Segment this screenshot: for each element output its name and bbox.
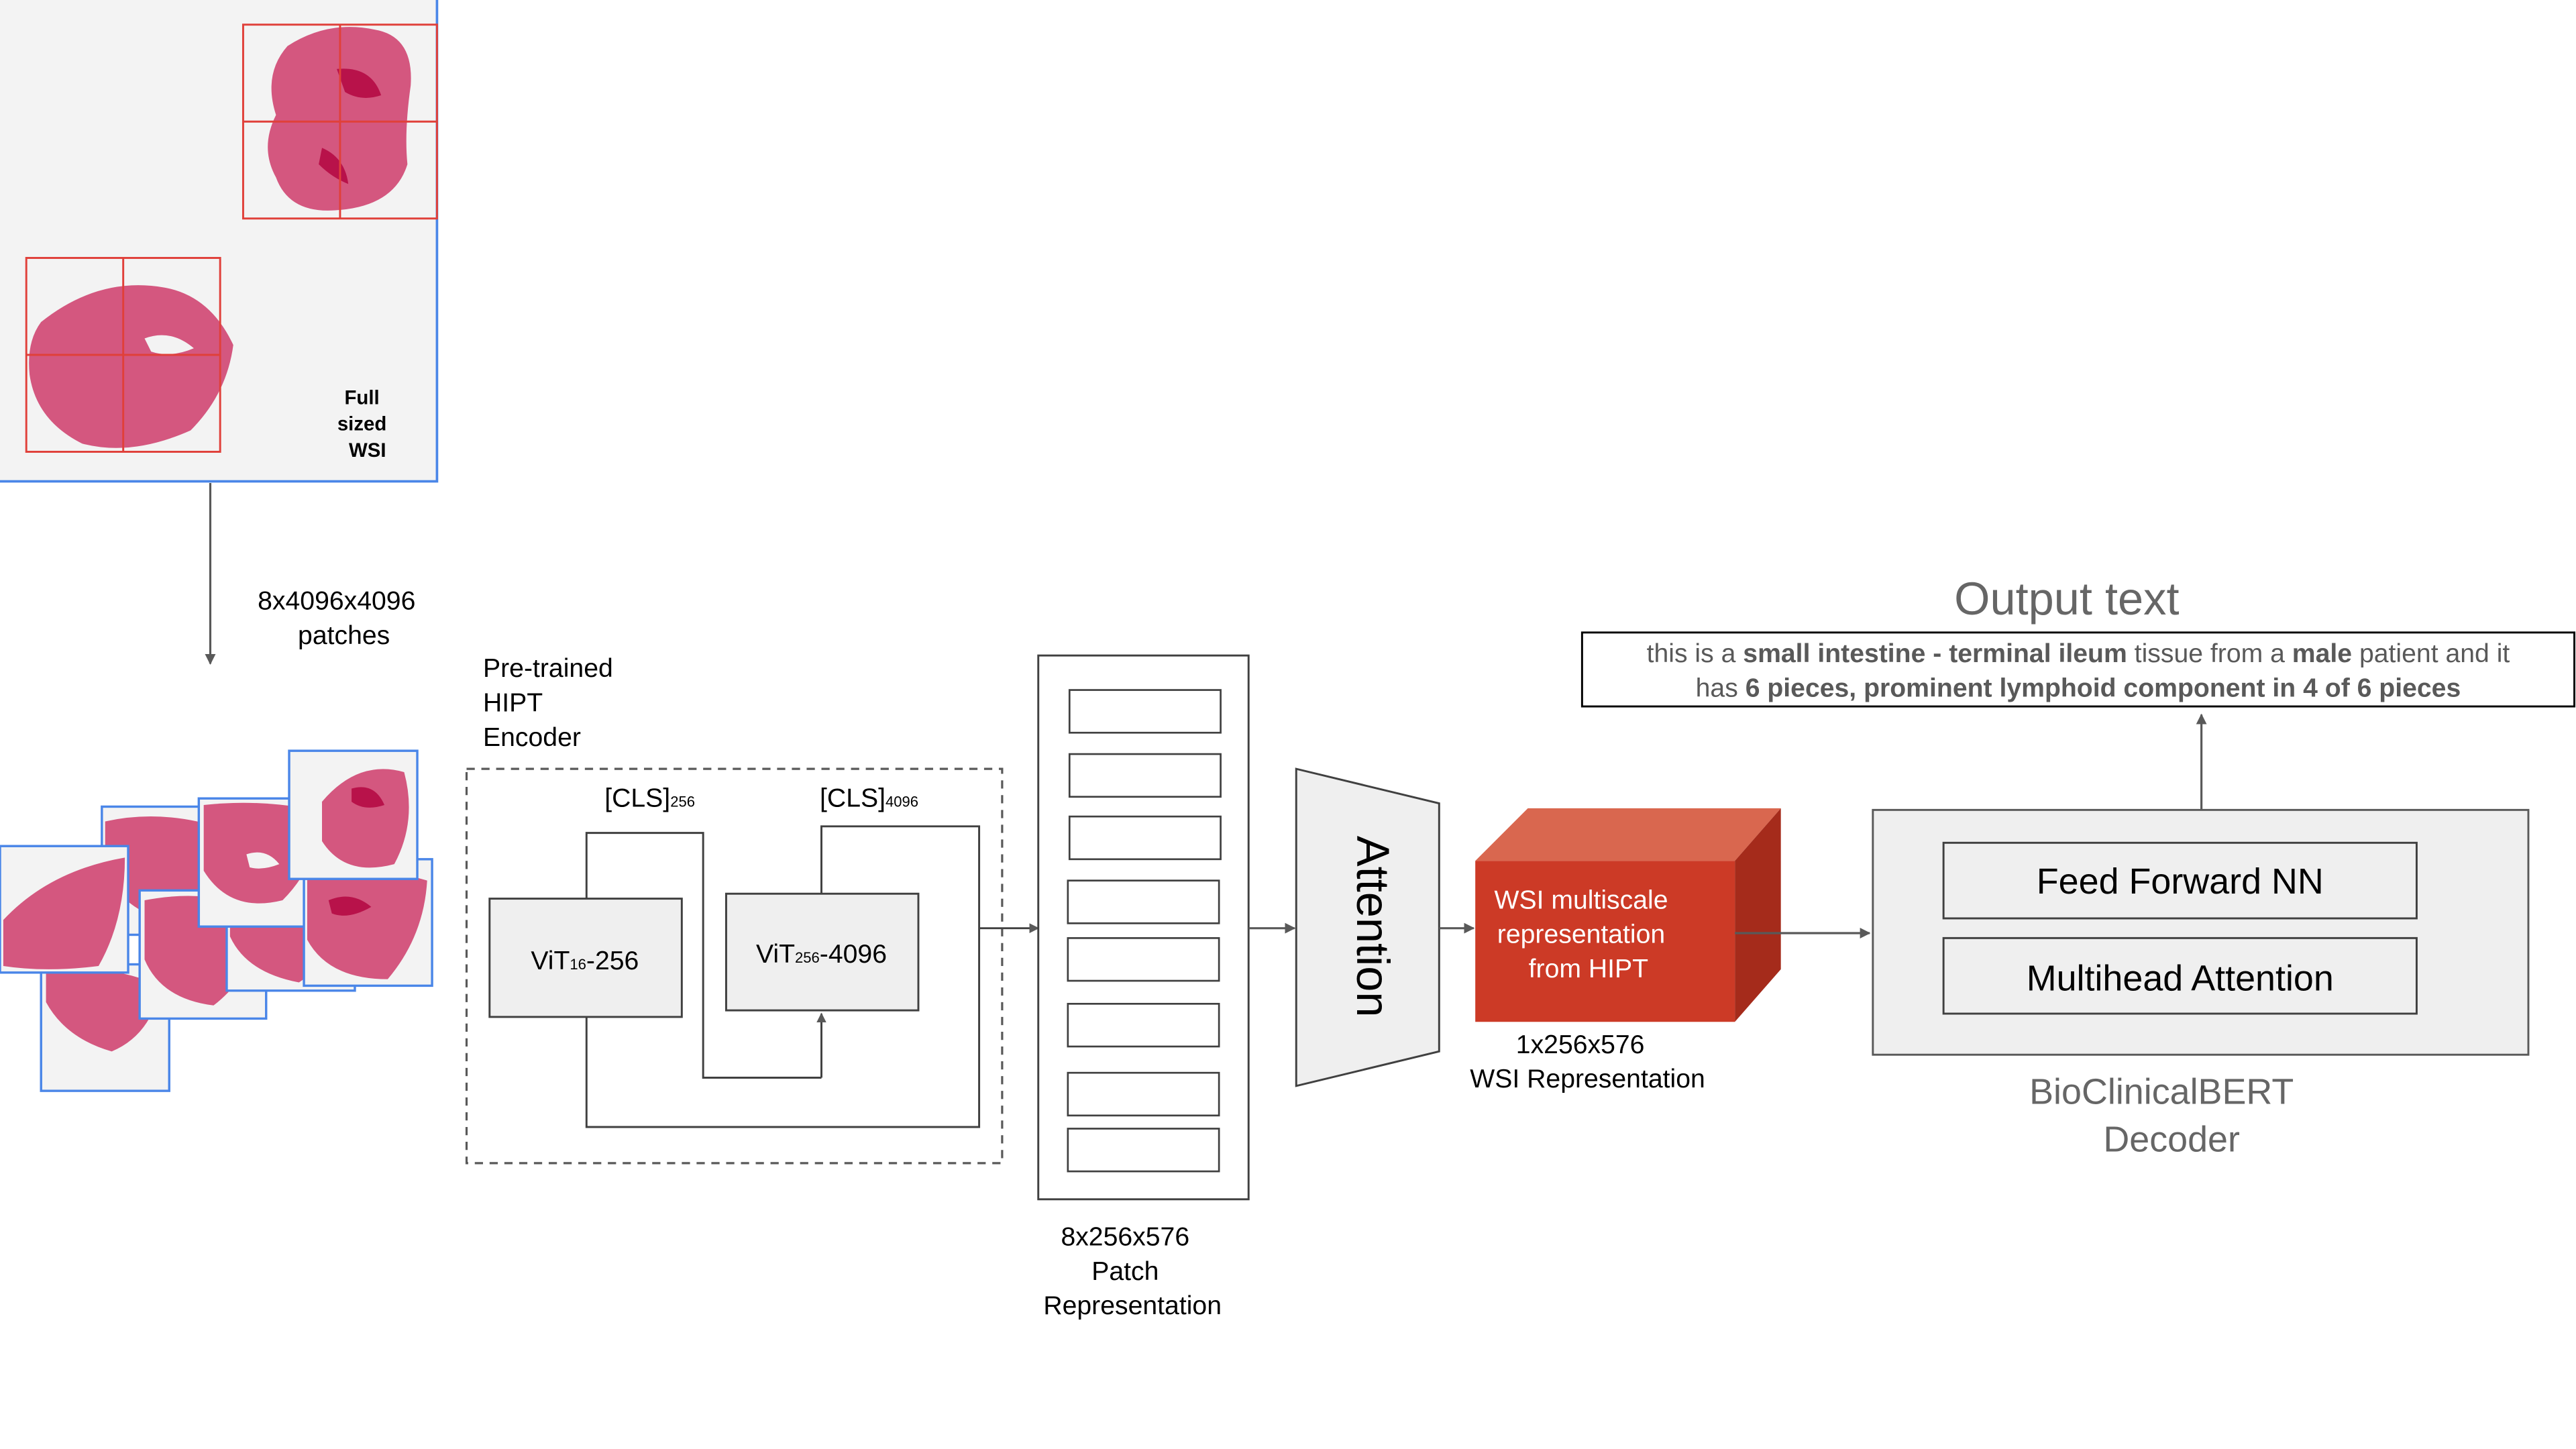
- patch-grid-lower: [25, 257, 221, 453]
- cls-256-label: [CLS]256: [604, 784, 695, 812]
- full-wsi-panel: Full sized WSI: [0, 0, 439, 483]
- patch-embedding-slot: [1067, 937, 1220, 982]
- patch-embedding-slot: [1067, 879, 1220, 924]
- vit-4096-block: ViT256-4096: [724, 892, 920, 1012]
- patches-label: 8x4096x4096 patches: [0, 0, 452, 650]
- multihead-attention-layer: [1942, 936, 2418, 1015]
- feed-forward-layer: [1942, 841, 2418, 920]
- patch-tile: [0, 845, 129, 974]
- cube-top: [1475, 808, 1781, 861]
- patch-embedding-slot: [1068, 753, 1222, 798]
- feed-forward-label: Feed Forward NN: [2037, 861, 2324, 902]
- decoder-label: BioClinicalBERT Decoder: [2029, 1072, 2294, 1160]
- cube-side: [1735, 808, 1781, 1022]
- patch-stack: [0, 749, 433, 1092]
- svg-text:ViT16-256: ViT16-256: [531, 947, 639, 975]
- cube-front: [1475, 861, 1735, 1022]
- patch-embedding-slot: [1067, 1128, 1220, 1173]
- wsi-representation-label: 1x256x576 WSI Representation: [1470, 1030, 1705, 1093]
- encoder-dashed-box: [465, 767, 1004, 1165]
- output-text-line-1: this is a small intestine - terminal ile…: [1647, 639, 2510, 668]
- patch-embedding-slot: [1068, 815, 1222, 861]
- patch-representation-label: 8x256x576 Patch Representation: [0, 0, 1244, 1320]
- tissue-lumen-upper: [337, 68, 382, 98]
- svg-text:ViT256-4096: ViT256-4096: [756, 940, 887, 969]
- cls-4096-label: [CLS]4096: [820, 784, 918, 812]
- patch-grid-upper: [241, 23, 438, 220]
- attention-block: Attention: [1295, 767, 1440, 1087]
- decoder-block: Feed Forward NN Multihead Attention: [1872, 808, 2530, 1056]
- patch-embedding-slot: [1068, 689, 1222, 734]
- patch-tile: [303, 858, 433, 987]
- multihead-attention-label: Multihead Attention: [2027, 959, 2334, 999]
- patch-tile: [288, 749, 419, 880]
- tissue-lumen-lower: [144, 335, 194, 354]
- wsi-representation-cube: WSI multiscale representation from HIPT: [0, 0, 1781, 1022]
- patch-representation-stack: [1037, 654, 1250, 1201]
- patch-embedding-slot: [1067, 1002, 1220, 1048]
- wsi-representation-box-text: WSI multiscale representation from HIPT: [0, 0, 1719, 983]
- output-title: Output text: [1954, 573, 2179, 625]
- wsi-label: Full sized WSI: [0, 0, 425, 462]
- encoder-title: Pre-trained HIPT Encoder: [0, 0, 649, 752]
- vit-256-block: ViT16-256: [488, 898, 683, 1018]
- output-text-line-2: has 6 pieces, prominent lymphoid compone…: [1696, 674, 2461, 702]
- output-text-box: [1580, 631, 2576, 708]
- patch-embedding-slot: [1067, 1071, 1220, 1117]
- encoder-connectors: [585, 825, 1040, 1128]
- tissue-sample-lower: [29, 285, 233, 448]
- patch-representation-frame: [1037, 654, 1250, 1201]
- attention-label: Attention: [1347, 836, 1399, 1018]
